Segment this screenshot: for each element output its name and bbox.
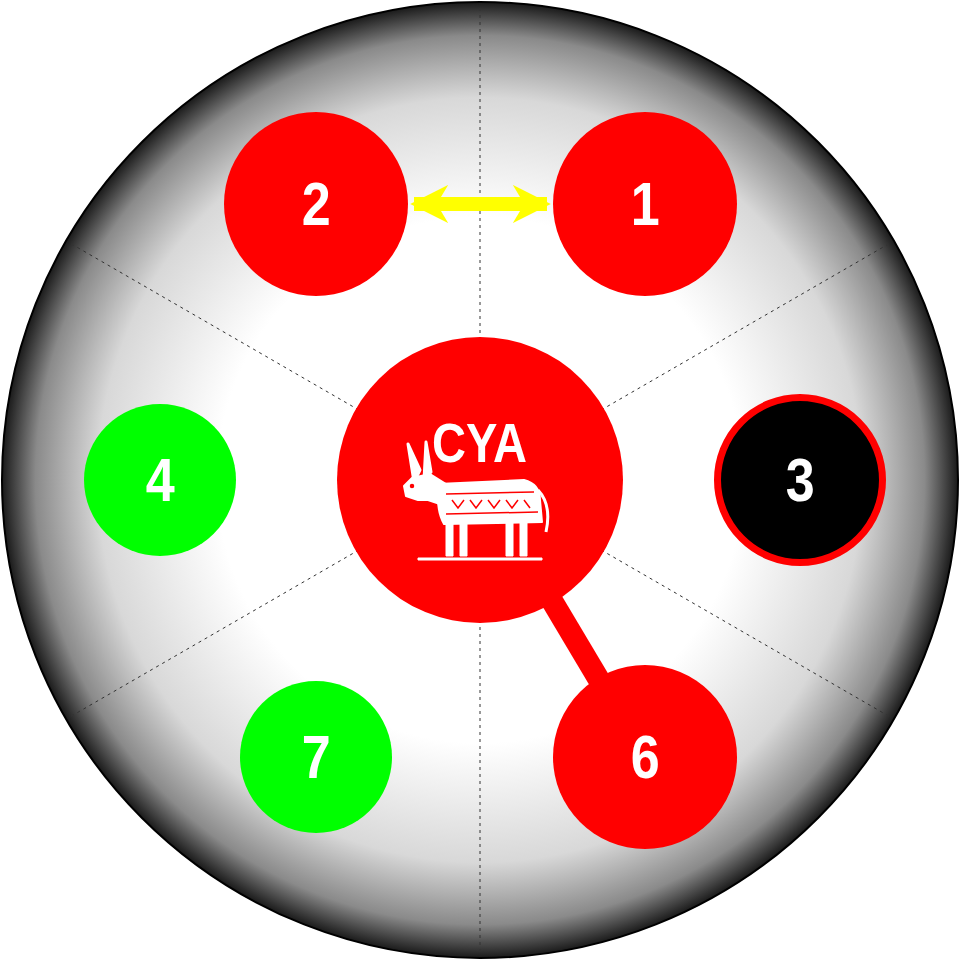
link-bar [551,599,600,681]
number-circle: 6 [553,665,737,849]
circle-fill [553,112,737,296]
number-circle: 7 [240,681,392,833]
circle-label: 2 [302,173,331,235]
number-circle: 3 [714,394,886,566]
circle-label: 3 [786,449,815,511]
circle-fill [84,404,236,556]
circle-label: 1 [631,173,660,235]
circle-fill [224,112,408,296]
circle-fill [553,665,737,849]
circle-label: 4 [146,449,175,511]
number-circle: 4 [84,404,236,556]
circle-shape [337,337,623,623]
number-circle: 2 [224,112,408,296]
circle-fill [240,681,392,833]
sector-dividers [68,4,892,956]
center-circle: CYA [337,337,623,623]
circle-label: CYA [433,415,528,471]
circle-label: 6 [631,726,660,788]
double-arrow [414,197,547,211]
circle-fill [337,337,623,623]
circle-label: 7 [302,726,331,788]
circle-fill [718,398,883,563]
number-circle: 1 [553,112,737,296]
